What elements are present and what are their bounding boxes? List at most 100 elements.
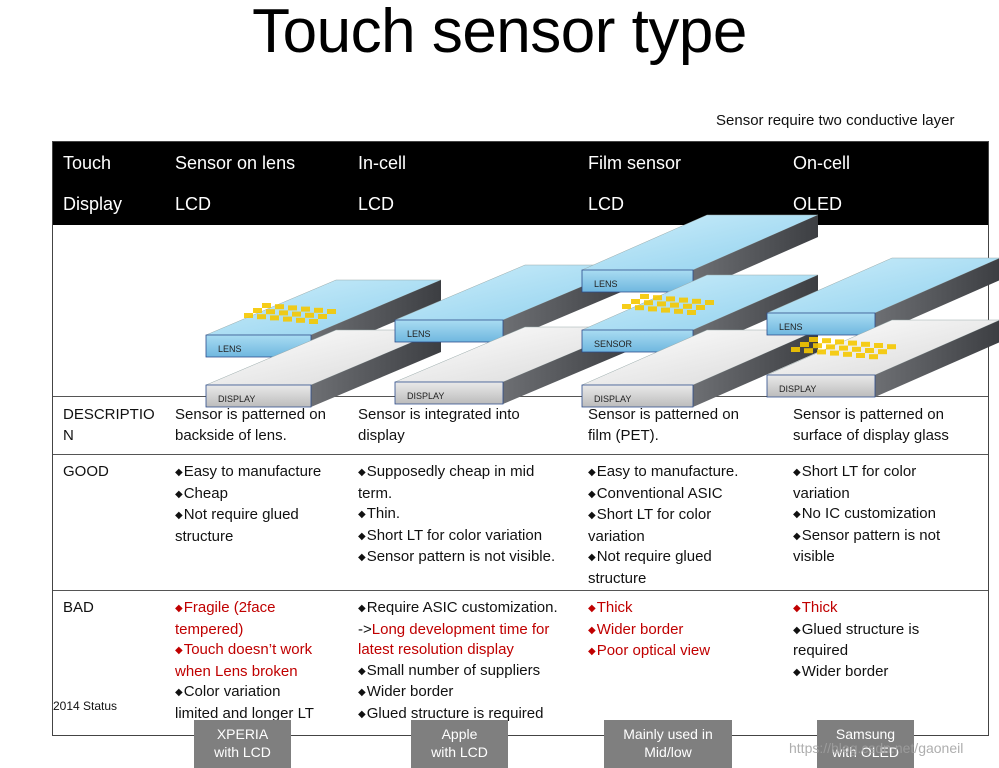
bad-cell: ◆Thick◆Wider border◆Poor optical view: [588, 598, 710, 663]
list-item: ◆Touch doesn’t work: [175, 640, 314, 662]
list-item: term.: [358, 484, 555, 505]
description-line: Sensor is patterned on: [175, 406, 326, 423]
list-item: ◆Thin.: [358, 504, 555, 526]
list-item-text: ->: [358, 620, 372, 638]
row-divider: [53, 590, 988, 591]
list-item-text: term.: [358, 484, 393, 502]
list-item-text: Color variation: [183, 683, 281, 700]
description-cell: Sensor is patterned on surface of displa…: [793, 405, 949, 446]
sensor-pad: [253, 308, 262, 313]
sensor-pad: [305, 312, 314, 318]
comparison-table: Touch Sensor on lens In-cell Film sensor…: [52, 141, 989, 736]
list-item-text: Fragile (2face: [183, 599, 276, 616]
sensor-pad: [670, 302, 679, 308]
page-title: Touch sensor type: [252, 0, 747, 66]
list-item-text: Glued structure is required: [366, 704, 544, 722]
sensor-pad: [874, 343, 883, 348]
description-label-line: N: [63, 426, 74, 444]
sensor-pad: [887, 344, 896, 350]
layer-label: LENS: [779, 322, 803, 332]
sensor-pad: [830, 350, 839, 356]
sensor-pad: [687, 310, 696, 315]
sensor-pad: [275, 304, 284, 310]
description-line: display: [358, 426, 405, 444]
sensor-pad: [648, 306, 657, 312]
list-item-text: Easy to manufacture.: [596, 463, 739, 480]
list-item: ◆Sensor pattern is not visible.: [358, 547, 555, 569]
list-item-text: when Lens broken: [175, 662, 298, 680]
list-item-text: variation: [793, 484, 850, 502]
description-cell: Sensor is integrated into display: [358, 405, 520, 446]
description-line: film (PET).: [588, 426, 659, 444]
sensor-pad: [309, 319, 318, 324]
watermark: https://blog.csdn.net/gaoneil: [789, 740, 964, 756]
diamond-bullet-icon: ◆: [358, 708, 366, 720]
list-item: ◆Thick: [588, 598, 710, 620]
list-item: required: [793, 641, 919, 662]
list-item: structure: [175, 527, 321, 548]
sensor-pad: [301, 306, 310, 312]
layer-label: SENSOR: [594, 339, 633, 349]
slab-side-face: [693, 330, 818, 407]
diamond-bullet-icon: ◆: [175, 467, 183, 478]
status-tag-samsung: Samsung with OLED: [817, 720, 914, 768]
header-display-lcd-3: LCD: [588, 194, 625, 214]
layer-label: DISPLAY: [218, 394, 255, 404]
list-item-text-highlight: Long development time for: [371, 620, 550, 638]
diamond-bullet-icon: ◆: [175, 687, 183, 698]
sensor-pad: [878, 349, 887, 355]
display-layer: DISPLAY: [394, 326, 634, 405]
slab-side-face: [875, 258, 999, 335]
list-item: latest resolution display: [358, 640, 558, 661]
sensor-pad: [804, 348, 813, 354]
sensor-pad: [826, 344, 835, 350]
diamond-bullet-icon: ◆: [793, 666, 801, 678]
list-item-text: Require ASIC customization.: [366, 599, 558, 616]
sensor-pad: [848, 340, 857, 346]
list-item: ◆Easy to manufacture: [175, 462, 321, 484]
diamond-bullet-icon: ◆: [358, 509, 366, 520]
sensor-pad: [817, 349, 826, 355]
list-item-text: Cheap: [183, 484, 228, 502]
header-in-cell: In-cell: [358, 153, 407, 173]
sensor-pad: [296, 317, 305, 323]
tag-line: Samsung: [835, 726, 896, 742]
diamond-bullet-icon: ◆: [793, 624, 801, 636]
header-film-sensor: Film sensor: [588, 153, 682, 173]
slab-side-face: [693, 215, 818, 292]
status-tag-xperia: XPERIA with LCD: [194, 720, 291, 768]
header-display-oled: OLED: [793, 194, 843, 214]
list-item-text: Not require glued: [183, 506, 299, 523]
tag-line: Mainly used in: [623, 726, 713, 742]
list-item: variation: [588, 527, 738, 548]
list-item: ◆Thick: [793, 598, 919, 620]
diamond-bullet-icon: ◆: [358, 665, 366, 677]
list-item: ◆Short LT for color: [588, 505, 738, 527]
sensor-pad: [266, 309, 275, 315]
list-item-text: Poor optical view: [596, 642, 711, 659]
tag-line: with OLED: [832, 744, 899, 760]
table-header: Touch Sensor on lens In-cell Film sensor…: [53, 142, 988, 225]
sensor-pad: [839, 345, 848, 351]
list-item-text: No IC customization: [801, 505, 936, 522]
sensor-pad: [861, 341, 870, 347]
layer-label: DISPLAY: [594, 394, 631, 404]
description-label: DESCRIPTIO N: [63, 405, 155, 446]
sensor-pad: [865, 348, 874, 353]
sensor-pad: [674, 308, 683, 314]
list-item: ◆Supposedly cheap in mid: [358, 462, 555, 484]
list-item-text: Short LT for color: [596, 506, 712, 523]
sensor-pad: [653, 295, 662, 301]
list-item: ◆Wider border: [793, 662, 919, 684]
diamond-bullet-icon: ◆: [588, 624, 596, 636]
sensor-pad: [640, 294, 649, 299]
lens-layer: LENS: [394, 264, 634, 343]
list-item-text: Conventional ASIC: [596, 484, 723, 502]
list-item-text: Short LT for color: [801, 463, 917, 480]
bad-label: BAD: [63, 599, 94, 616]
diamond-bullet-icon: ◆: [358, 552, 366, 563]
